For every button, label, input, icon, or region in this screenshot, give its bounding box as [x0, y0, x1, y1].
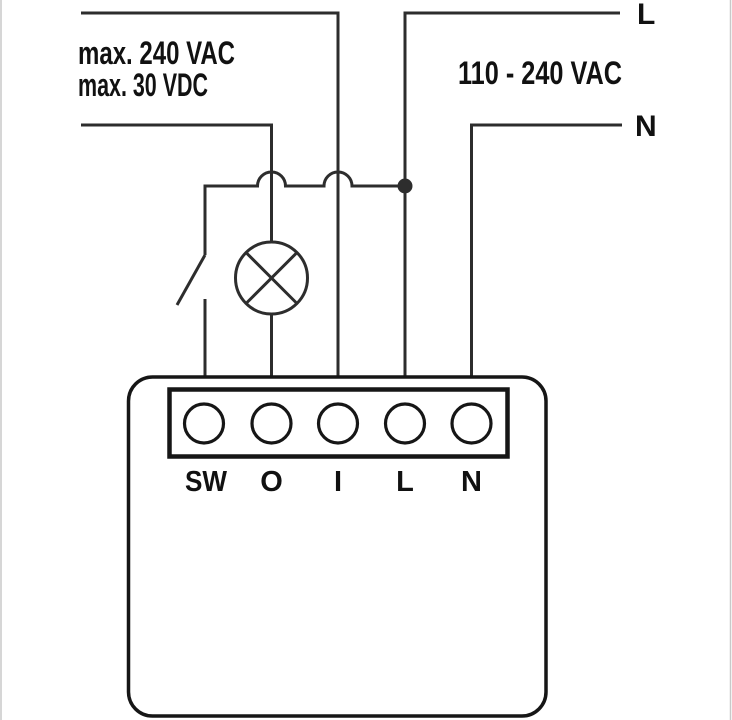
terminal-label-n: N — [461, 466, 482, 498]
terminal-label-i: I — [334, 466, 342, 498]
switch-blade — [175, 254, 207, 306]
switch-branch-wire-with-hops — [203, 170, 405, 255]
terminal-screw-sw — [182, 402, 226, 445]
output-rating-line2: max. 30 VDC — [78, 67, 208, 103]
line-terminal-label: L — [637, 0, 655, 31]
switch-icon — [175, 254, 207, 376]
terminal-screw-n — [450, 402, 493, 445]
mains-neutral-wire — [470, 123, 622, 376]
terminal-screw-i — [316, 402, 360, 445]
load-circuit-wire-lamp-top — [81, 123, 273, 242]
neutral-terminal-label: N — [635, 110, 657, 143]
terminal-screw-l — [383, 402, 427, 445]
terminal-label-o: O — [260, 466, 283, 498]
terminal-screw-o — [250, 402, 293, 445]
load-circuit-wire-i — [81, 11, 340, 376]
lamp-cross-stroke-2 — [244, 251, 299, 305]
terminal-label-sw: SW — [185, 466, 228, 498]
output-rating-line1: max. 240 VAC — [78, 35, 235, 71]
device-outline — [126, 375, 548, 718]
supply-rating-label: 110 - 240 VAC — [458, 55, 622, 91]
mains-line-wire — [403, 11, 620, 376]
lamp-icon — [234, 240, 309, 316]
terminal-label-l: L — [396, 466, 414, 498]
junction-dot-icon — [397, 178, 413, 194]
